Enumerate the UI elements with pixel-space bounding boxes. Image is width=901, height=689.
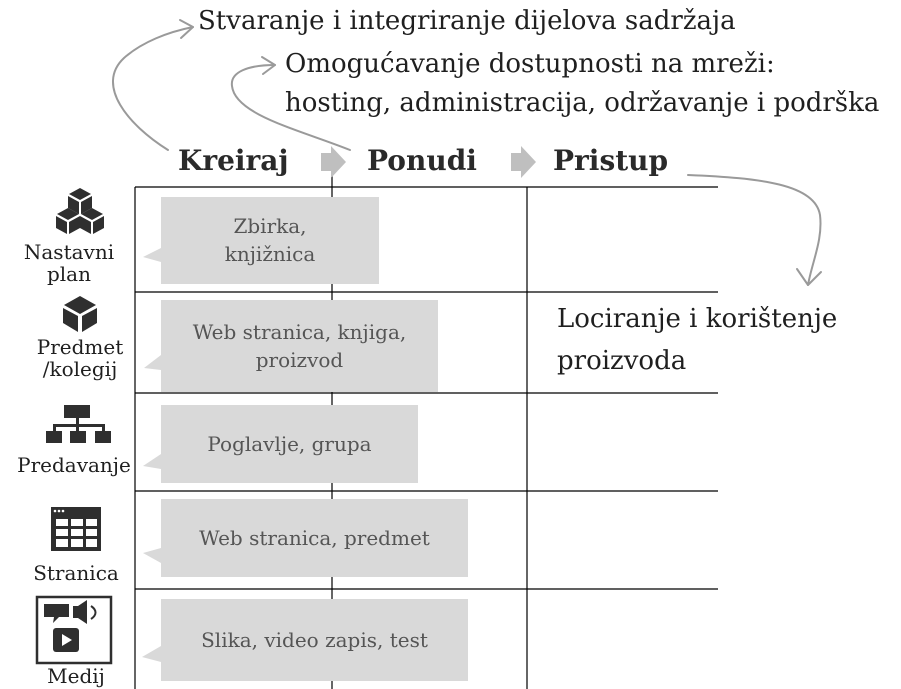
bubble-text-2-line-1: Web stranica, knjiga, xyxy=(192,320,407,344)
row-label-curriculum-line-1: Nastavni xyxy=(23,240,115,264)
media-icon xyxy=(35,595,113,665)
stage-offer: Ponudi xyxy=(367,144,477,177)
bubble-2 xyxy=(144,300,438,392)
annotation-offer-line-2: hosting, administracija, održavanje i po… xyxy=(285,88,880,118)
bubble-1 xyxy=(143,197,379,284)
bubble-text-5-line-1: Slika, video zapis, test xyxy=(201,628,428,652)
row-label-lecture-line-1: Predavanje xyxy=(17,453,131,477)
cubes-icon xyxy=(56,188,104,234)
connector-create xyxy=(112,26,194,151)
connector-offer xyxy=(230,64,351,151)
annotation-create: Stvaranje i integriranje dijelova sadrža… xyxy=(198,6,736,36)
bubble-3 xyxy=(143,405,418,483)
cube-icon xyxy=(63,296,97,332)
connector-offer-head xyxy=(261,56,276,75)
row-label-course: Predmet /kolegij xyxy=(15,336,145,380)
bubble-text-4-line-1: Web stranica, predmet xyxy=(199,526,430,550)
stage-arrow-1 xyxy=(321,146,346,178)
bubble-text-5: Slika, video zapis, test xyxy=(161,626,468,654)
bubble-text-1-line-1: Zbirka, xyxy=(233,214,307,238)
bubble-text-2-line-2: proizvod xyxy=(255,348,344,372)
stage-arrows xyxy=(321,146,536,178)
annotation-access-line-1: Lociranje i korištenje xyxy=(557,304,838,334)
connectors xyxy=(112,19,822,286)
bubble-text-2: Web stranica, knjiga, proizvod xyxy=(161,318,438,374)
annotation-access: Lociranje i korištenje proizvoda xyxy=(557,298,837,382)
connector-access-head xyxy=(796,268,822,286)
row-label-course-line-2: /kolegij xyxy=(42,357,118,381)
bubble-text-4: Web stranica, predmet xyxy=(161,524,468,552)
row-label-lecture: Predavanje xyxy=(6,454,142,476)
bubbles xyxy=(142,197,468,681)
row-label-page: Stranica xyxy=(18,562,134,584)
row-label-curriculum-line-2: plan xyxy=(46,262,91,286)
connector-access xyxy=(687,174,822,286)
row-label-page-line-1: Stranica xyxy=(33,561,119,585)
annotation-offer-line-1: Omogućavanje dostupnosti na mreži: xyxy=(285,49,775,79)
bubble-text-3-line-1: Poglavlje, grupa xyxy=(207,432,372,456)
row-label-media-line-1: Medij xyxy=(47,664,105,688)
bubble-text-1-line-2: knjižnica xyxy=(224,242,316,266)
row-label-curriculum: Nastavni plan xyxy=(10,241,128,285)
stage-create: Kreiraj xyxy=(178,144,289,177)
annotation-access-line-2: proizvoda xyxy=(557,346,687,376)
row-label-media: Medij xyxy=(18,665,134,687)
bubble-text-3: Poglavlje, grupa xyxy=(161,430,418,458)
stage-access: Pristup xyxy=(553,144,669,177)
row-label-course-line-1: Predmet xyxy=(36,335,124,359)
webpage-icon xyxy=(51,507,101,551)
connector-create-head xyxy=(179,19,194,39)
hierarchy-icon xyxy=(46,405,111,443)
bubble-5 xyxy=(142,599,468,681)
stage-arrow-2 xyxy=(511,146,536,178)
bubble-text-1: Zbirka, knjižnica xyxy=(161,212,379,268)
bubble-4 xyxy=(143,499,468,577)
